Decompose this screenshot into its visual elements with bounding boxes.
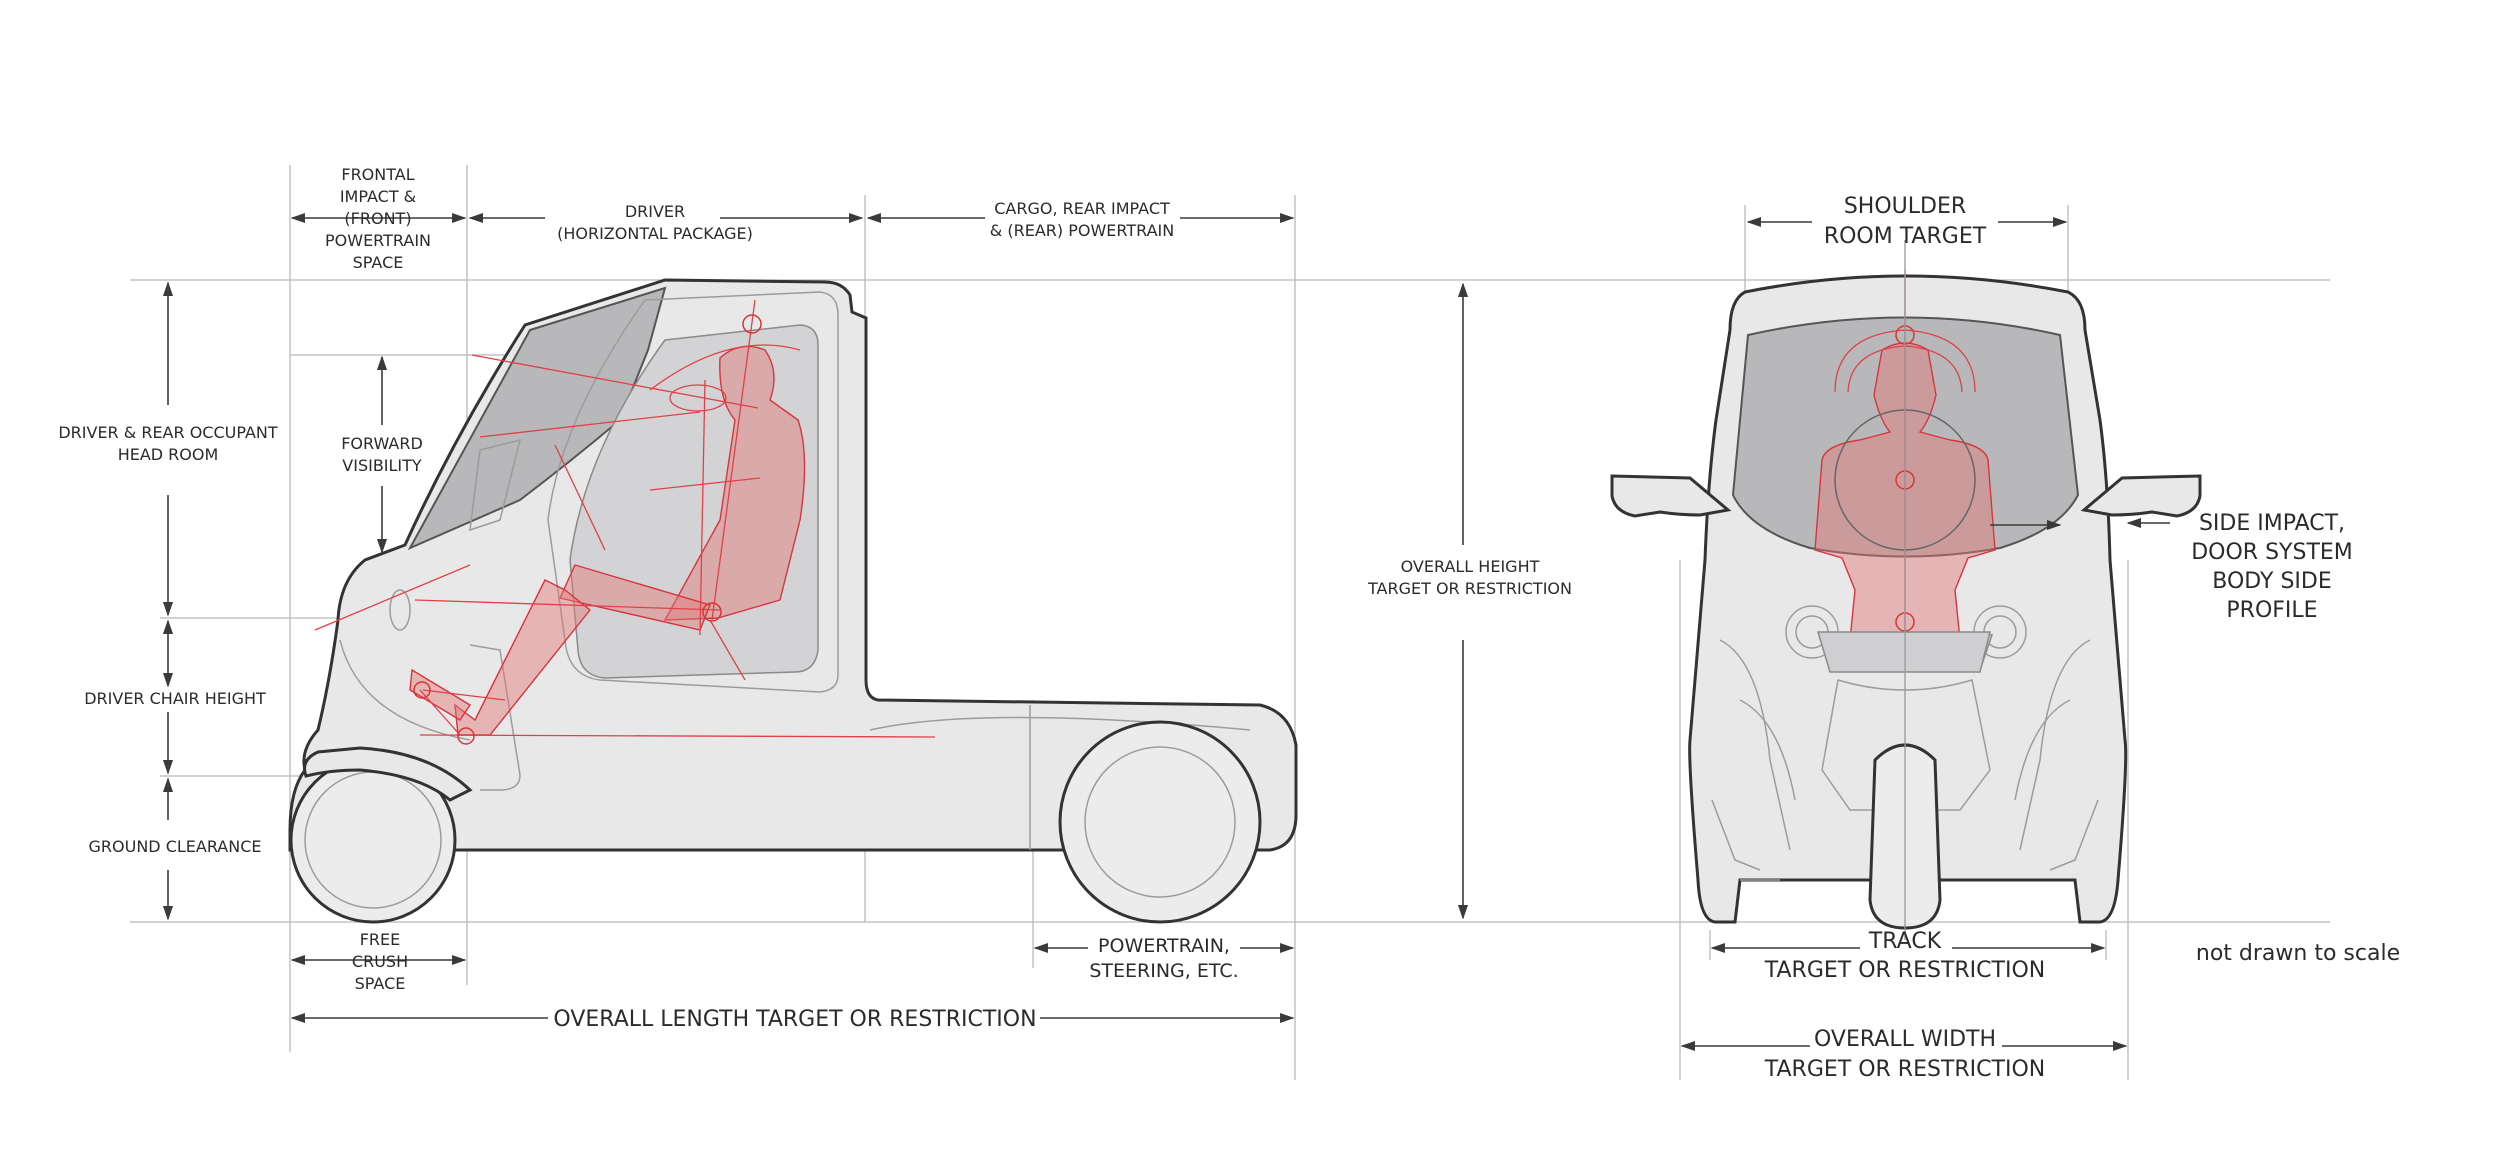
svg-text:SPACE: SPACE [355,974,406,993]
svg-text:ROOM TARGET: ROOM TARGET [1824,224,1987,249]
svg-text:OVERALL WIDTH: OVERALL WIDTH [1814,1027,1996,1052]
dimension-arrows [162,212,2170,1052]
rear-wheel [1058,720,1262,924]
svg-text:CARGO, REAR IMPACT: CARGO, REAR IMPACT [994,199,1170,218]
svg-text:DRIVER & REAR OCCUPANT: DRIVER & REAR OCCUPANT [58,423,278,442]
svg-text:& (REAR) POWERTRAIN: & (REAR) POWERTRAIN [990,221,1174,240]
label-powertrain-steering: POWERTRAIN, STEERING, ETC. [1089,935,1238,982]
label-forward-visibility: FORWARD VISIBILITY [341,434,423,475]
svg-text:DOOR SYSTEM: DOOR SYSTEM [2191,540,2353,565]
front-view-vehicle [1610,240,2202,940]
svg-text:POWERTRAIN,: POWERTRAIN, [1098,935,1230,957]
right-mirror [2080,474,2202,518]
cabin-interior [569,324,819,679]
label-side-impact: SIDE IMPACT, DOOR SYSTEM BODY SIDE PROFI… [2191,511,2353,623]
svg-text:POWERTRAIN: POWERTRAIN [325,231,431,250]
label-free-crush-space: FREE CRUSH SPACE [352,930,408,993]
svg-text:IMPACT &: IMPACT & [340,187,416,206]
svg-text:TARGET OR RESTRICTION: TARGET OR RESTRICTION [1764,1057,2045,1082]
svg-text:HEAD ROOM: HEAD ROOM [118,445,219,464]
label-driver-chair-height: DRIVER CHAIR HEIGHT [84,689,266,708]
svg-text:SHOULDER: SHOULDER [1844,194,1966,219]
left-mirror [1610,474,1732,518]
svg-text:FREE: FREE [360,930,401,949]
svg-text:PROFILE: PROFILE [2226,598,2317,623]
svg-text:BODY SIDE: BODY SIDE [2212,569,2332,594]
svg-text:TARGET OR RESTRICTION: TARGET OR RESTRICTION [1764,958,2045,983]
svg-text:TARGET OR RESTRICTION: TARGET OR RESTRICTION [1367,579,1572,598]
svg-text:VISIBILITY: VISIBILITY [342,456,422,475]
label-overall-height: OVERALL HEIGHT TARGET OR RESTRICTION [1367,557,1572,598]
svg-text:FRONTAL: FRONTAL [341,165,414,184]
svg-text:SIDE IMPACT,: SIDE IMPACT, [2199,511,2345,536]
label-overall-length: OVERALL LENGTH TARGET OR RESTRICTION [553,1007,1036,1032]
label-shoulder-room: SHOULDER ROOM TARGET [1824,194,1987,249]
svg-text:FORWARD: FORWARD [341,434,423,453]
door-frame [547,291,839,693]
side-view-vehicle [288,278,1298,924]
not-to-scale-note: not drawn to scale [2196,941,2400,966]
label-head-room: DRIVER & REAR OCCUPANT HEAD ROOM [58,423,278,464]
svg-text:DRIVER: DRIVER [625,202,685,221]
svg-text:CRUSH: CRUSH [352,952,408,971]
label-ground-clearance: GROUND CLEARANCE [89,837,262,856]
label-cargo-rear-impact: CARGO, REAR IMPACT & (REAR) POWERTRAIN [990,199,1174,240]
svg-text:TRACK: TRACK [1868,929,1942,954]
label-driver-horizontal-package: DRIVER (HORIZONTAL PACKAGE) [557,202,753,243]
label-track: TRACK TARGET OR RESTRICTION [1764,929,2045,983]
svg-text:(HORIZONTAL PACKAGE): (HORIZONTAL PACKAGE) [557,224,753,243]
svg-text:OVERALL HEIGHT: OVERALL HEIGHT [1401,557,1540,576]
label-frontal-impact: FRONTAL IMPACT & (FRONT) POWERTRAIN SPAC… [325,165,431,272]
label-overall-width: OVERALL WIDTH TARGET OR RESTRICTION [1764,1027,2045,1082]
side-view-occupant [314,299,936,745]
svg-text:SPACE: SPACE [353,253,404,272]
svg-text:STEERING, ETC.: STEERING, ETC. [1089,960,1238,982]
svg-text:(FRONT): (FRONT) [344,209,411,228]
